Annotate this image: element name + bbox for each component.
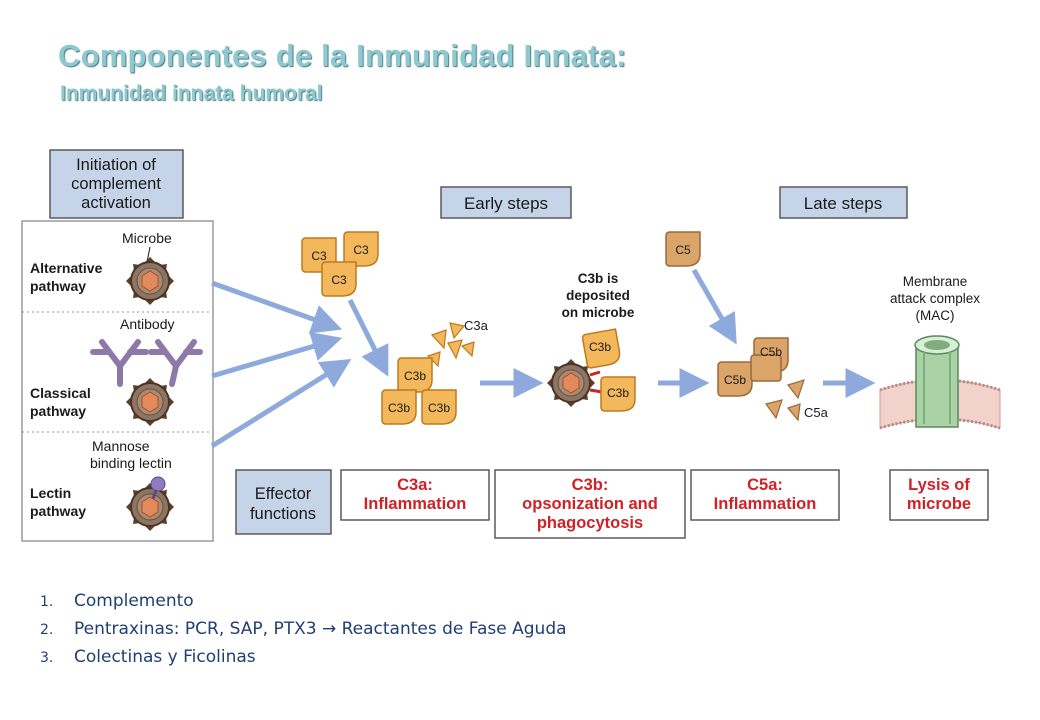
list-item-number: 1. [40,594,54,610]
c3a-label: C3a [464,318,489,333]
initiation-label-box [49,149,184,219]
list-item-text: Colectinas y Ficolinas [74,647,256,667]
initiation-label-line-2: complement [71,175,161,193]
lectin-pathway-label-1: Lectin [30,485,71,501]
c3b-deposited-line-3: on microbe [562,305,635,320]
c3a-effect-line-2: Inflammation [364,495,467,513]
microbe-label: Microbe [122,230,172,246]
c5b-label: C5b [724,373,746,387]
lysis-effect-box [889,469,989,521]
early-steps-label: Early steps [464,194,548,213]
mac-pore-icon [914,335,960,428]
page-subtitle: Inmunidad innata humoral [60,82,323,105]
lectin-pathway-label-2: pathway [30,503,86,519]
antibody-label: Antibody [120,316,174,332]
c3-label: C3 [311,249,327,263]
classical-pathway-label-2: pathway [30,403,86,419]
classical-pathway-label-1: Classical [30,385,91,401]
effector-functions-box [235,469,332,535]
initiation-label-line-3: activation [81,194,151,212]
c5a-fragments [764,379,805,422]
alternative-pathway-label-1: Alternative [30,260,103,276]
late-steps-box [779,186,908,219]
mannose-label-1: Mannose [92,438,150,454]
mac-label-line-1: Membrane [903,274,968,289]
late-steps-label: Late steps [804,194,882,213]
antibody-icon [90,339,203,387]
initiation-label-line-1: Initiation of [76,156,156,174]
c5a-effect-line-1: C5a: [747,476,783,494]
list-item: 3. Colectinas y Ficolinas [40,644,567,672]
alternative-pathway-label-2: pathway [30,278,86,294]
list-item-text: Complemento [74,591,194,611]
effector-functions-line-2: functions [250,505,316,523]
list-item-text: Pentraxinas: PCR, SAP, PTX3 → Reactantes… [74,619,567,639]
c3b-label: C3b [428,401,450,415]
list-item-number: 2. [40,622,54,638]
mac-label-line-3: (MAC) [916,308,955,323]
microbe-icon [125,256,175,306]
list-item: 1. Complemento [40,588,567,616]
c5b-complex [717,337,789,397]
c3b-effect-line-3: phagocytosis [537,514,643,532]
complement-diagram: Initiation of complement activation Earl… [21,149,1001,542]
microbe-icon [125,482,175,532]
c3b-label: C3b [404,369,426,383]
microbe-icon [125,377,175,427]
effector-functions-line-1: Effector [255,485,312,503]
c5-label: C5 [675,243,691,257]
lysis-effect-line-2: microbe [907,495,971,513]
c3b-effect-box [494,469,686,539]
c3-label: C3 [331,273,347,287]
c3-label: C3 [353,243,369,257]
c3a-effect-line-1: C3a: [397,476,433,494]
c3a-effect-box [340,469,490,521]
list-item: 2. Pentraxinas: PCR, SAP, PTX3 → Reactant… [40,616,567,644]
pathway-arrows [210,268,876,449]
list-item-number: 3. [40,650,54,666]
c5a-effect-box [690,469,840,521]
c3b-label: C3b [388,401,410,415]
c3b-deposited-line-1: C3b is [578,271,619,286]
c3b-label: C3b [607,386,629,400]
c3a-fragments [426,322,475,368]
component-list: 1. Complemento 2. Pentraxinas: PCR, SAP, P… [40,588,567,672]
lectin-icon [150,476,166,500]
c5b-label: C5b [760,345,782,359]
c5a-label: C5a [804,405,829,420]
c3b-effect-line-2: opsonization and [522,495,658,513]
c3b-effect-line-1: C3b: [572,476,609,494]
early-steps-box [440,186,572,219]
c3b-label: C3b [589,340,611,354]
mac-label-line-2: attack complex [890,291,980,306]
c5a-effect-line-2: Inflammation [714,495,817,513]
c3b-deposited-line-2: deposited [566,288,630,303]
mannose-label-2: binding lectin [90,455,172,471]
lysis-effect-line-1: Lysis of [908,476,970,494]
page-title: Componentes de la Inmunidad Innata: [58,38,627,73]
